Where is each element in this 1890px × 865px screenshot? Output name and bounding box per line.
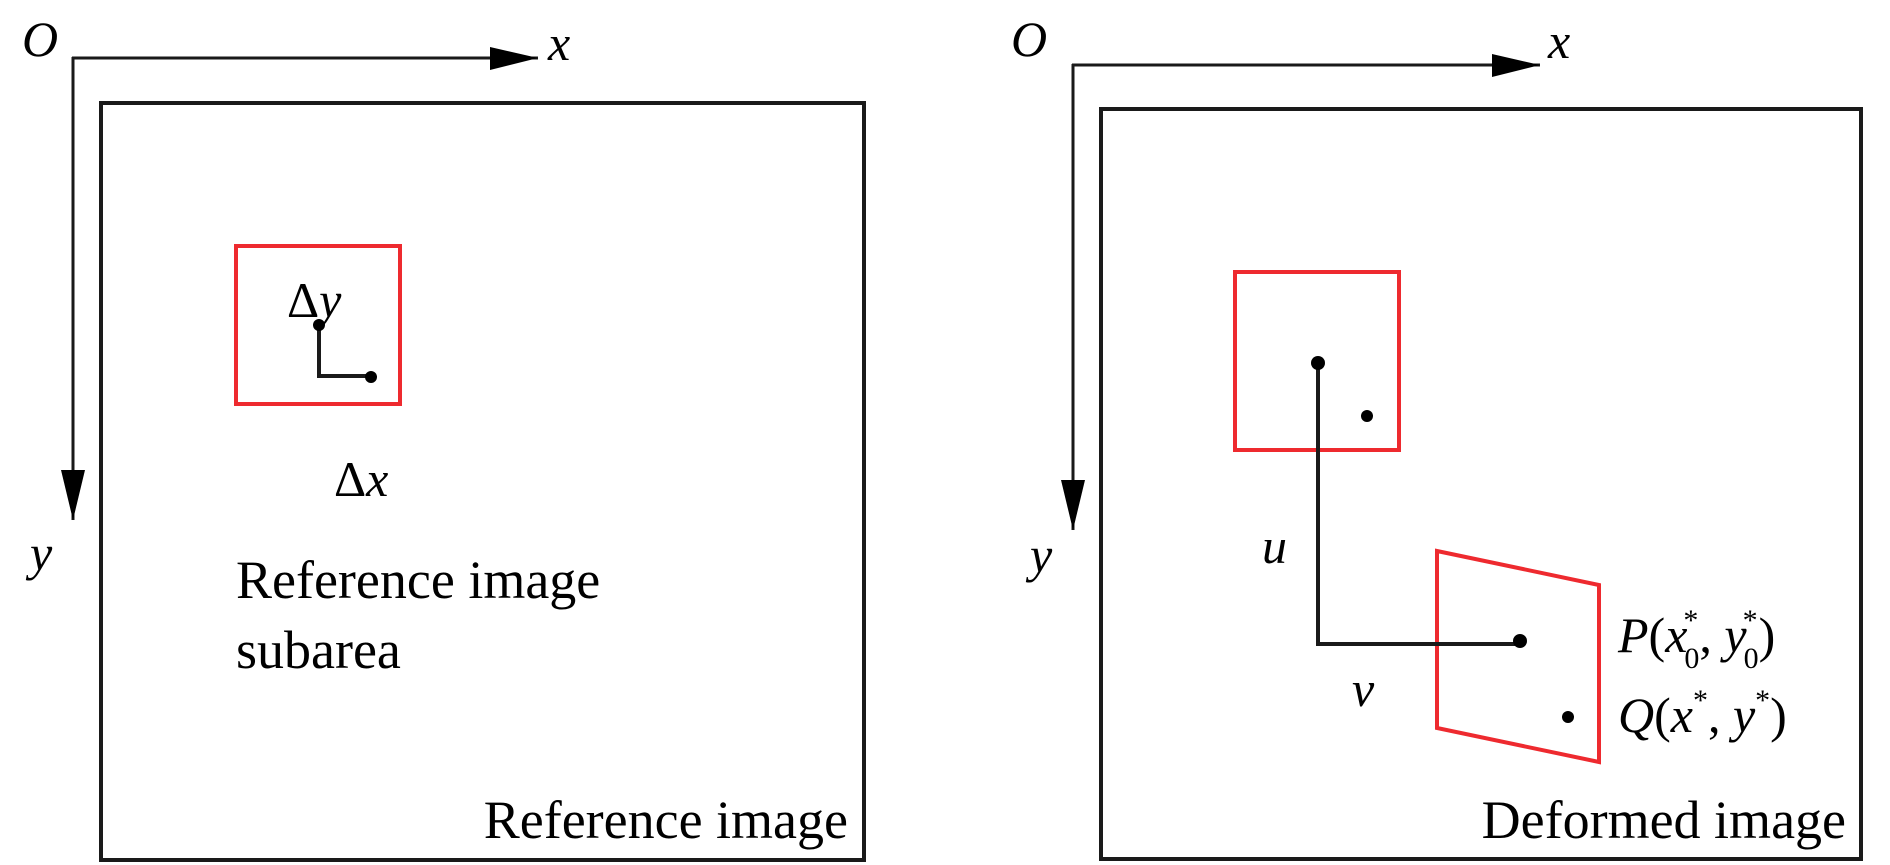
y-axis-arrow-icon: [61, 470, 85, 520]
p-coordinate-label: P(x*0, y*0): [1617, 604, 1775, 675]
subarea-label-line2: subarea: [236, 620, 401, 680]
deformed-subarea-box: [1435, 548, 1601, 765]
x-axis-arrow-icon: [490, 47, 538, 70]
original-center-point: [1311, 356, 1325, 370]
deformed-panel: O x y u v P(x*0, y*0) Q(x*, y*) Deformed…: [1011, 11, 1863, 861]
y-axis-label: y: [1025, 527, 1053, 583]
origin-label: O: [22, 11, 58, 67]
reference-image-label: Reference image: [484, 790, 848, 850]
reference-image-frame: [99, 101, 866, 862]
delta-y-label: Δy: [287, 272, 342, 328]
point-p: [1513, 634, 1527, 648]
original-neighbor-point: [1361, 410, 1373, 422]
delta-x-label: Δx: [334, 451, 388, 507]
deformed-image-frame: [1099, 107, 1863, 861]
point-q: [1562, 711, 1574, 723]
subarea-offset-point: [365, 371, 377, 383]
reference-subarea-box: [234, 244, 402, 406]
u-label: u: [1262, 518, 1287, 574]
q-coordinate-label: Q(x*, y*): [1618, 684, 1787, 743]
subarea-center-point: [313, 319, 325, 331]
reference-panel: O x y Δy Δx Reference image subarea Refe…: [22, 11, 866, 862]
x-axis-label: x: [547, 15, 570, 71]
deformed-image-label: Deformed image: [1482, 790, 1846, 850]
subarea-label-line1: Reference image: [236, 550, 600, 610]
displacement-path: [1316, 363, 1520, 646]
origin-label: O: [1011, 11, 1047, 67]
delta-offset-line: [317, 324, 371, 378]
v-label: v: [1352, 661, 1375, 717]
y-axis-label: y: [25, 525, 53, 581]
x-axis-arrow-icon: [1492, 54, 1540, 77]
y-axis-arrow-icon: [1061, 480, 1085, 530]
x-axis-label: x: [1547, 13, 1570, 69]
